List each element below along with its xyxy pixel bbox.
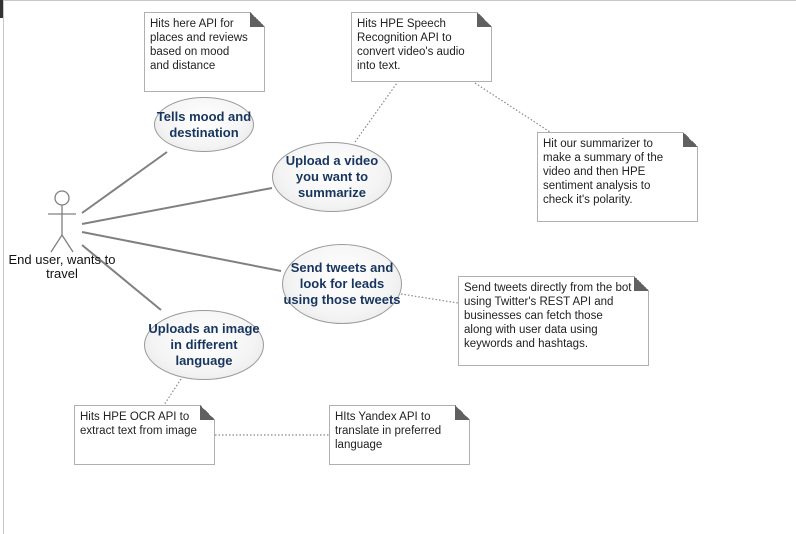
use-case-mood-destination[interactable]: Tells mood and destination (154, 97, 254, 152)
use-case-upload-image[interactable]: Uploads an image in different language (144, 310, 264, 380)
note-twitter-api[interactable]: Send tweets directly from the bot using … (458, 276, 649, 366)
note-yandex-api[interactable]: HIts Yandex API to translate in preferre… (329, 405, 470, 465)
note-ocr-api[interactable]: Hits HPE OCR API to extract text from im… (74, 405, 215, 465)
window-left-border (3, 0, 4, 534)
note-summarizer[interactable]: Hit our summarizer to make a summary of … (537, 132, 698, 222)
use-case-label: Tells mood and destination (156, 108, 252, 140)
note-text: Hits HPE OCR API to extract text from im… (80, 411, 197, 437)
actor-label: End user, wants to travel (8, 252, 116, 281)
actor-head (54, 190, 70, 206)
note-speech-api[interactable]: Hits HPE Speech Recognition API to conve… (351, 12, 492, 82)
use-case-label: Upload a video you want to summarize (285, 153, 379, 200)
window-top-border (3, 0, 796, 1)
anchor-line-ocr-note (163, 378, 182, 406)
association-line-mood (81, 151, 168, 214)
association-line-image (81, 244, 162, 311)
note-fold-icon (250, 12, 265, 27)
use-case-label: Uploads an image in different language (148, 321, 260, 368)
note-places-api[interactable]: Hits here API for places and reviews bas… (144, 12, 265, 92)
note-fold-icon (683, 132, 698, 147)
note-text: HIts Yandex API to translate in preferre… (335, 411, 442, 451)
note-text: Hits HPE Speech Recognition API to conve… (357, 18, 465, 72)
anchor-line-twitter-note (400, 293, 459, 304)
association-line-tweets (81, 231, 282, 272)
note-text: Hits here API for places and reviews bas… (150, 18, 248, 72)
note-fold-icon (477, 12, 492, 27)
actor-left-leg (50, 234, 63, 253)
anchor-line-speech-note (354, 82, 398, 143)
window-corner-marker (0, 0, 3, 18)
use-case-upload-video[interactable]: Upload a video you want to summarize (272, 142, 392, 212)
use-case-label: Send tweets and look for leads using tho… (283, 260, 401, 307)
note-fold-icon (200, 405, 215, 420)
actor-right-leg (61, 234, 74, 253)
use-case-send-tweets[interactable]: Send tweets and look for leads using tho… (282, 244, 402, 324)
note-fold-icon (455, 405, 470, 420)
association-line-video (81, 187, 273, 225)
actor-figure[interactable] (48, 190, 76, 253)
note-text: Send tweets directly from the bot using … (464, 282, 632, 350)
note-text: Hit our summarizer to make a summary of … (543, 138, 664, 206)
note-fold-icon (634, 276, 649, 291)
anchor-line-summarizer-note (474, 82, 551, 133)
